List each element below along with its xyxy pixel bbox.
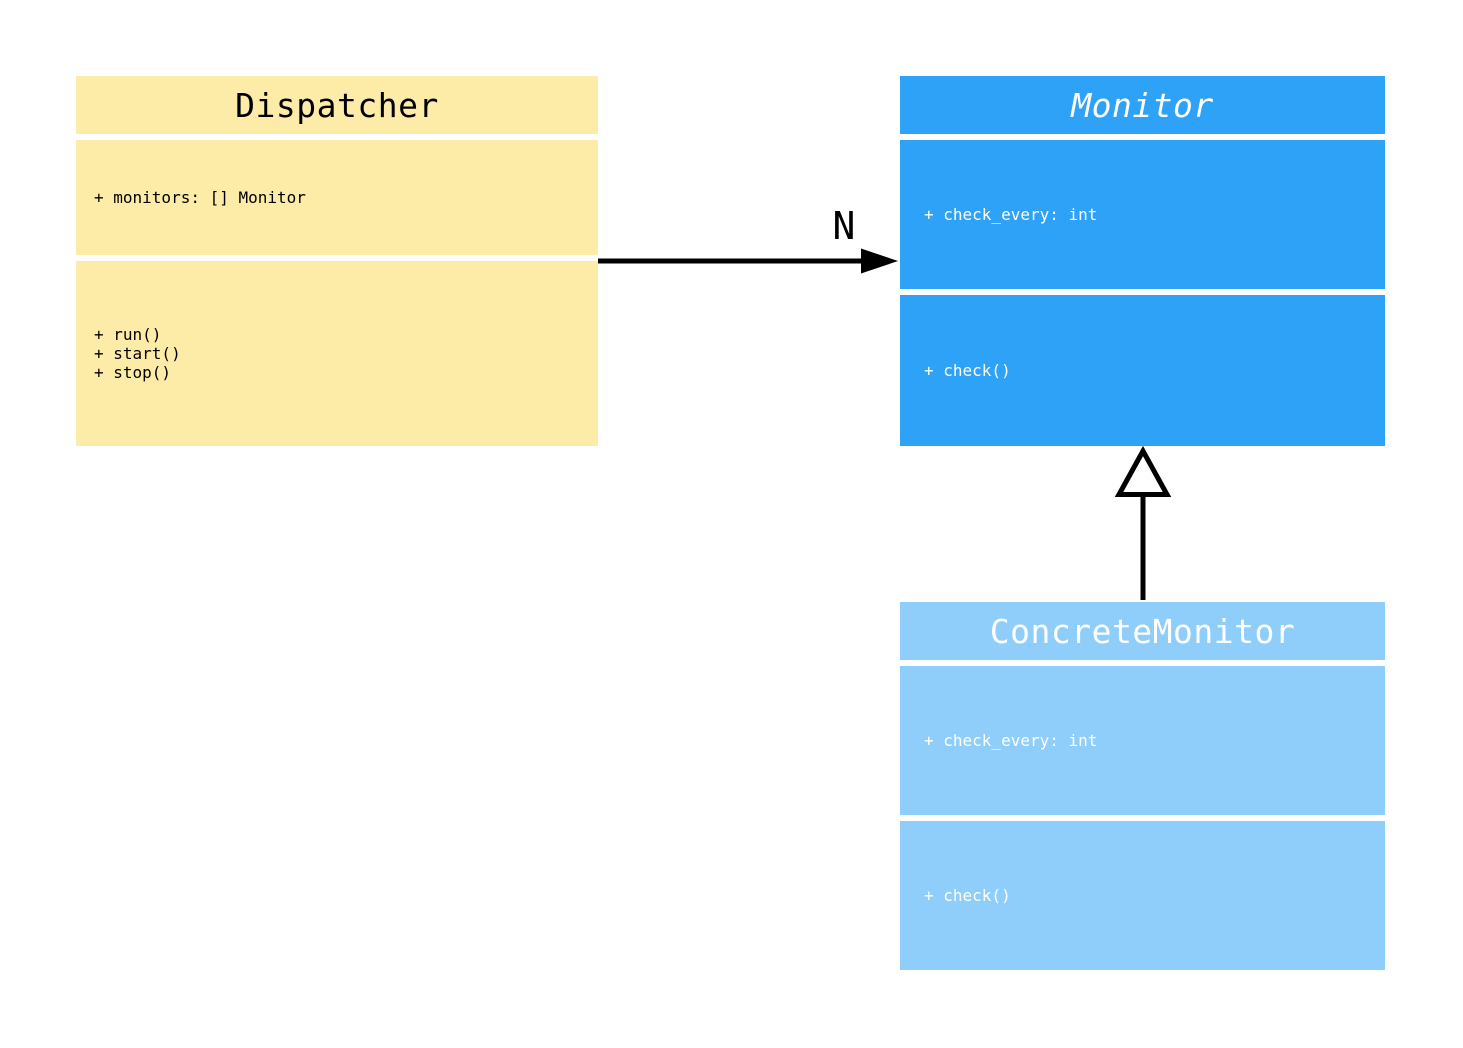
attribute-line: + check_every: int: [924, 205, 1098, 224]
class-title-dispatcher: Dispatcher: [76, 76, 598, 134]
class-attributes-monitor: + check_every: int: [900, 140, 1385, 289]
association-arrowhead-icon: [861, 248, 898, 274]
attribute-line: + monitors: [] Monitor: [94, 188, 306, 207]
method-line: + check(): [924, 361, 1011, 380]
class-methods-monitor: + check(): [900, 295, 1385, 446]
class-box-concrete-monitor: ConcreteMonitor + check_every: int + che…: [900, 602, 1385, 970]
class-attributes-concrete-monitor: + check_every: int: [900, 666, 1385, 815]
class-attributes-dispatcher: + monitors: [] Monitor: [76, 140, 598, 255]
attribute-line: + check_every: int: [924, 731, 1098, 750]
class-box-dispatcher: Dispatcher + monitors: [] Monitor + run(…: [76, 76, 598, 446]
association-arrow: [598, 248, 898, 274]
method-line: + check(): [924, 886, 1011, 905]
class-title-monitor: Monitor: [900, 76, 1385, 134]
class-methods-dispatcher: + run() + start() + stop(): [76, 261, 598, 446]
method-line: + start(): [94, 344, 181, 363]
method-line: + stop(): [94, 363, 172, 382]
class-title-concrete-monitor: ConcreteMonitor: [900, 602, 1385, 660]
association-multiplicity-label: N: [832, 204, 856, 248]
inheritance-arrow: [1114, 445, 1172, 600]
class-box-monitor: Monitor + check_every: int + check(): [900, 76, 1385, 446]
inheritance-triangle-icon: [1114, 445, 1172, 497]
class-methods-concrete-monitor: + check(): [900, 821, 1385, 970]
method-line: + run(): [94, 325, 162, 344]
